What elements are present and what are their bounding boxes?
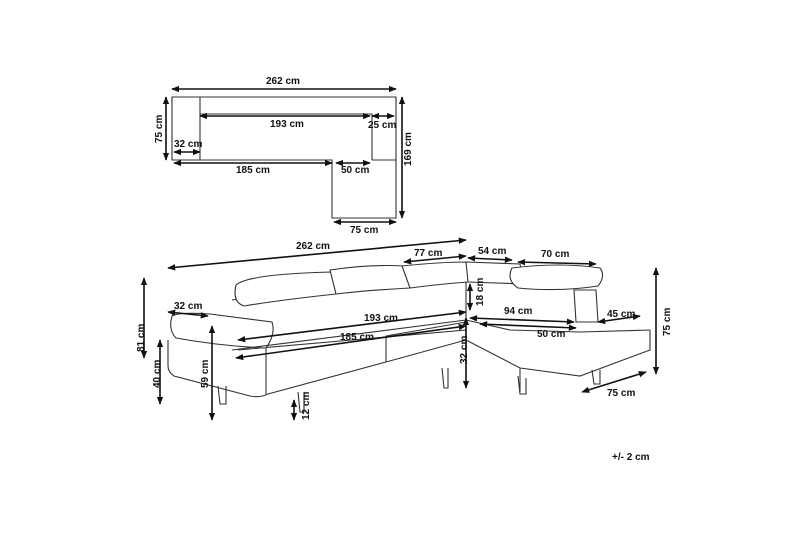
front-chaise-end-label: 45 cm [607,309,635,320]
top-long-side-label: 185 cm [236,165,270,176]
front-total-height-label: 81 cm [136,324,147,352]
front-seat-length-dim [235,323,467,361]
front-back-height-label: 32 cm [459,336,470,364]
front-headrest1-label: 77 cm [414,248,442,259]
front-headrest3-label: 70 cm [541,249,569,260]
front-chaise-end-dim [597,313,641,325]
front-arm-width-label: 32 cm [174,301,202,312]
top-seat-width-label: 193 cm [270,119,304,130]
front-chaise-seat-dim [469,315,575,325]
front-seat-height-inner-label: 59 cm [200,360,211,388]
front-headrest1-dim [403,253,467,265]
front-chaise-depth-dim [479,321,577,331]
tolerance-note: +/- 2 cm [612,452,650,463]
sofa-outline [167,261,651,413]
front-overall-width-label: 262 cm [296,241,330,252]
top-chaise-width-label: 75 cm [350,225,378,236]
top-arm-width-label: 32 cm [174,139,202,150]
front-backrest-height-label: 18 cm [475,278,486,306]
front-headrest2-label: 54 cm [478,246,506,257]
top-chaise-inner-label: 50 cm [341,165,369,176]
front-seat-length-label: 185 cm [340,332,374,343]
top-total-depth-label: 169 cm [403,132,414,166]
top-overall-width-label: 262 cm [266,76,300,87]
front-chaise-seat-label: 94 cm [504,306,532,317]
front-chaise-depth-label: 50 cm [537,329,565,340]
front-side-height-label: 75 cm [662,308,673,336]
front-overall-width-dim [167,237,467,271]
front-arm-width-dim [167,309,209,319]
top-view-outline [171,96,397,219]
front-seat-height-label: 40 cm [152,360,163,388]
front-seat-width-label: 193 cm [364,313,398,324]
front-chaise-width-label: 75 cm [607,388,635,399]
top-armrest-offset-label: 25 cm [368,120,396,131]
top-depth-label: 75 cm [154,115,165,143]
front-chaise-width-dim [581,371,647,393]
front-headrest3-dim [517,258,597,268]
front-leg-height-label: 12 cm [301,392,312,420]
front-headrest2-dim [467,255,513,263]
